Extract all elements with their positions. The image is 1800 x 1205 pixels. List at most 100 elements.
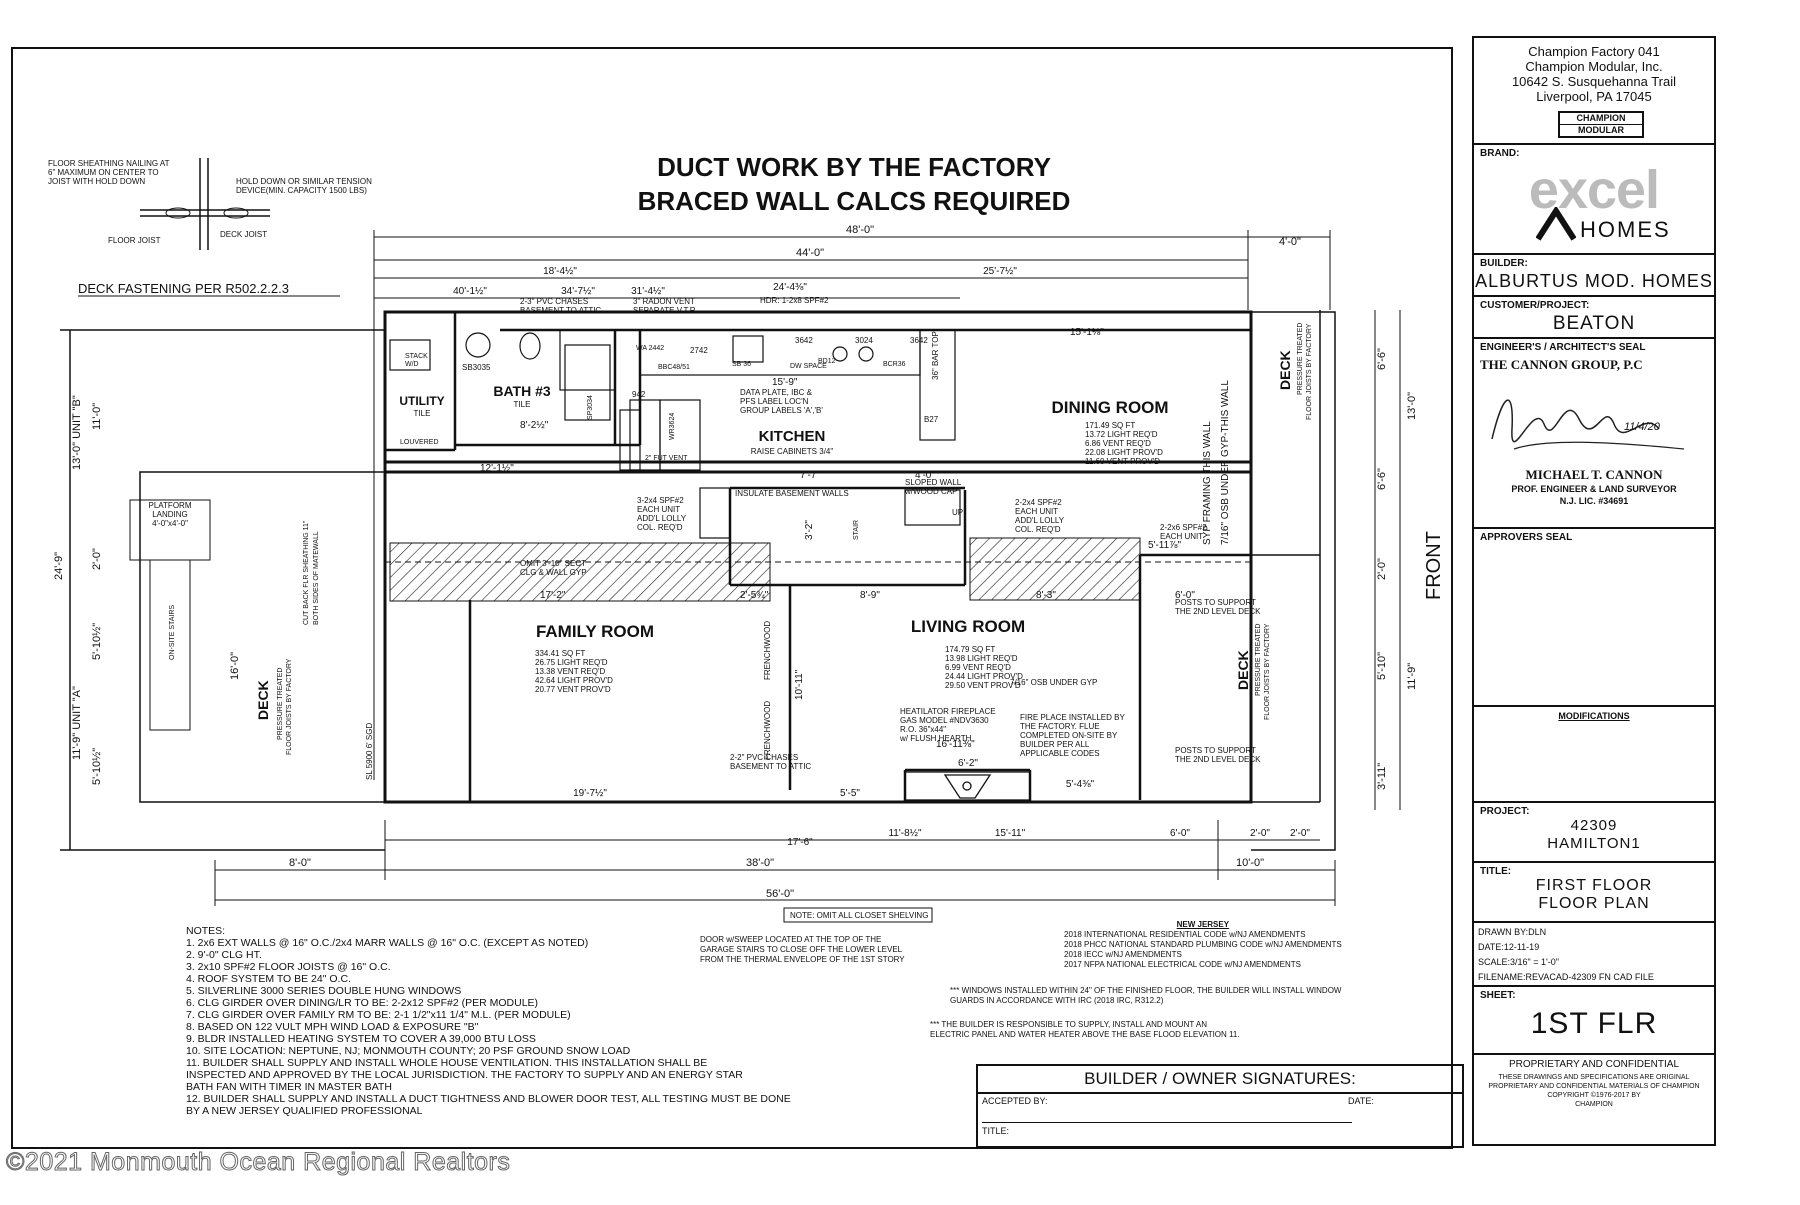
dim-right-6: 3'-11" [1376, 763, 1388, 790]
bottom-dimension-lines [214, 820, 1336, 906]
proprietary-cell: PROPRIETARY AND CONFIDENTIAL THESE DRAWI… [1474, 1055, 1714, 1144]
dim-int-2: 8'-9" [860, 590, 880, 601]
note-12: 12. BUILDER SHALL SUPPLY AND INSTALL A D… [186, 1093, 791, 1105]
window-note-2: GUARDS IN ACCORDANCE WITH IRC (2018 IRC,… [950, 996, 1164, 1005]
champion-logo-2: MODULAR [1560, 124, 1642, 136]
nj-code-4: 2017 NFPA NATIONAL ELECTRICAL CODE w/NJ … [1064, 960, 1301, 969]
sheet-border [11, 47, 1453, 1149]
proprietary-4: CHAMPION [1575, 1101, 1613, 1108]
deck-left-sub-1: PRESSURE TREATED [277, 668, 284, 740]
dim-right-5: 5'-10" [1376, 652, 1388, 680]
title-label: TITLE: [1480, 866, 1512, 877]
fireplace-label-3: w/ FLUSH HEARTH [899, 734, 972, 743]
dim-int-13: 3'-2" [804, 520, 815, 540]
nj-title: NEW JERSEY [1176, 920, 1230, 929]
drawing-filename: FILENAME:REVACAD-42309 FN CAD FILE [1478, 972, 1654, 982]
proprietary-3: COPYRIGHT ©1976-2017 BY [1547, 1092, 1641, 1099]
approvers-label: APPROVERS SEAL [1480, 532, 1573, 543]
cab-3642b: 3642 [910, 336, 928, 345]
platform-3: 4'-0"x4'-0" [152, 519, 188, 528]
dim-bottom-6: 6'-2" [958, 758, 978, 769]
sheet-label: SHEET: [1480, 990, 1516, 1001]
note-11b: INSPECTED AND APPROVED BY THE LOCAL JURI… [186, 1069, 743, 1081]
kitchen-sub: RAISE CABINETS 3/4" [751, 447, 834, 456]
builder-cell: BUILDER: ALBURTUS MOD. HOMES [1474, 255, 1714, 297]
customer-label: CUSTOMER/PROJECT: [1480, 300, 1590, 311]
note-11: 11. BUILDER SHALL SUPPLY AND INSTALL WHO… [186, 1057, 708, 1069]
notes-title: NOTES: [186, 925, 226, 937]
louvered-label: LOUVERED [400, 439, 439, 446]
dining-room-name: DINING ROOM [1051, 398, 1168, 417]
dim-top-31: 31'-4½" [631, 286, 665, 297]
cab-b27: B27 [924, 415, 939, 424]
drawing-scale: SCALE:3/16" = 1'-0" [1478, 957, 1559, 967]
accepted-line [982, 1122, 1352, 1123]
fp-note-4: APPLICABLE CODES [1020, 749, 1100, 758]
signature-title: BUILDER / OWNER SIGNATURES: [978, 1066, 1462, 1094]
front-label: FRONT [1423, 531, 1445, 600]
note-8: 8. BASED ON 122 VULT MPH WIND LOAD & EXP… [186, 1021, 479, 1033]
deck-stairs [129, 499, 211, 731]
data-plate-3: GROUP LABELS 'A','B' [740, 406, 823, 415]
living-spec-1: 13.98 LIGHT REQ'D [945, 654, 1018, 663]
dim-int-7: 10'-11" [794, 669, 805, 700]
headline-2: BRACED WALL CALCS REQUIRED [638, 186, 1071, 216]
modifications-label: MODIFICATIONS [1558, 711, 1630, 721]
fireplace [904, 771, 1031, 801]
posts2-label-1: POSTS TO SUPPORT [1175, 746, 1256, 755]
excel-logo: excel [1528, 160, 1660, 220]
title-line-1: FIRST FLOOR [1535, 877, 1653, 894]
brand-label: BRAND: [1480, 148, 1520, 159]
radon-2: SEPARATE V.T.R. [633, 306, 698, 315]
pvc-bottom-1: 2-2" PVC CHASES [730, 753, 798, 762]
dim-left-2: 24'-9" [53, 552, 65, 580]
sheet-value: 1ST FLR [1530, 1007, 1658, 1040]
sloped-label-1: SLOPED WALL [905, 478, 962, 487]
dim-int-3: 8'-3" [1036, 590, 1056, 601]
dim-bottom-11: 11'-8½" [888, 828, 922, 839]
detail-note1-3: JOIST WITH HOLD DOWN [48, 177, 145, 186]
hold-down-detail: FLOOR SHEATHING NAILING AT 6" MAXIMUM ON… [48, 158, 372, 297]
door-note-1: DOOR w/SWEEP LOCATED AT THE TOP OF THE [700, 935, 882, 944]
utility-name: UTILITY [399, 394, 444, 408]
dining-spec-3: 22.08 LIGHT PROV'D [1085, 448, 1163, 457]
note-10: 10. SITE LOCATION: NEPTUNE, NJ; MONMOUTH… [186, 1045, 631, 1057]
nj-codes: NEW JERSEY 2018 INTERNATIONAL RESIDENTIA… [1064, 920, 1342, 970]
dim-left-5: 5'-10½" [91, 623, 103, 660]
nj-code-2: 2018 PHCC NATIONAL STANDARD PLUMBING COD… [1064, 940, 1342, 949]
excel-roof-icon [1536, 207, 1576, 241]
note-1: 1. 2x6 EXT WALLS @ 16" O.C./2x4 MARR WAL… [186, 937, 589, 949]
engineer-signature [1491, 399, 1685, 450]
dim-right-2: 6'-6" [1376, 468, 1388, 490]
dining-spec-0: 171.49 SQ FT [1085, 421, 1135, 430]
pvc-bottom-2: BASEMENT TO ATTIC [730, 762, 811, 771]
title-cell: TITLE: FIRST FLOOR FLOOR PLAN [1474, 863, 1714, 923]
beam3-1: 2-2x6 SPF#2 [1160, 523, 1207, 532]
dim-int-12: 16'-11⅜" [936, 739, 975, 750]
dim-top-25: 25'-7½" [983, 266, 1017, 277]
floor-joist-label: FLOOR JOIST [108, 236, 161, 245]
right-dimension-lines [1374, 310, 1401, 810]
cab-wr: WR3624 [669, 413, 676, 440]
project-label: PROJECT: [1480, 806, 1530, 817]
engineer-label: ENGINEER'S / ARCHITECT'S SEAL [1480, 342, 1646, 353]
nj-code-1: 2018 INTERNATIONAL RESIDENTIAL CODE w/NJ… [1064, 930, 1306, 939]
dining-spec-2: 6.86 VENT REQ'D [1085, 439, 1151, 448]
proprietary-title: PROPRIETARY AND CONFIDENTIAL [1508, 1059, 1680, 1070]
sloped-label-2: w/WOOD CAP [904, 487, 957, 496]
omit-label-2: CLG & WALL GYP [520, 568, 587, 577]
signature-date: 11/4/20 [1624, 421, 1660, 433]
bath-sub: TILE [514, 400, 531, 409]
wd-label: W/D [405, 361, 419, 368]
cab-sp3034: SP3034 [587, 395, 594, 420]
osb-label: 7/16" OSB UNDER GYP [1010, 678, 1097, 687]
homes-logo: HOMES [1580, 217, 1671, 242]
omit-closet-box [783, 907, 933, 923]
title-field-label: TITLE: [982, 1126, 1010, 1136]
dim-bottom-10: 10'-0" [1236, 857, 1264, 869]
stack-label: STACK [405, 353, 428, 360]
platform-2: LANDING [152, 510, 188, 519]
dim-bottom-17: 17'-6" [787, 837, 813, 848]
dim-int-11: 15'-1⅛" [1070, 327, 1104, 338]
